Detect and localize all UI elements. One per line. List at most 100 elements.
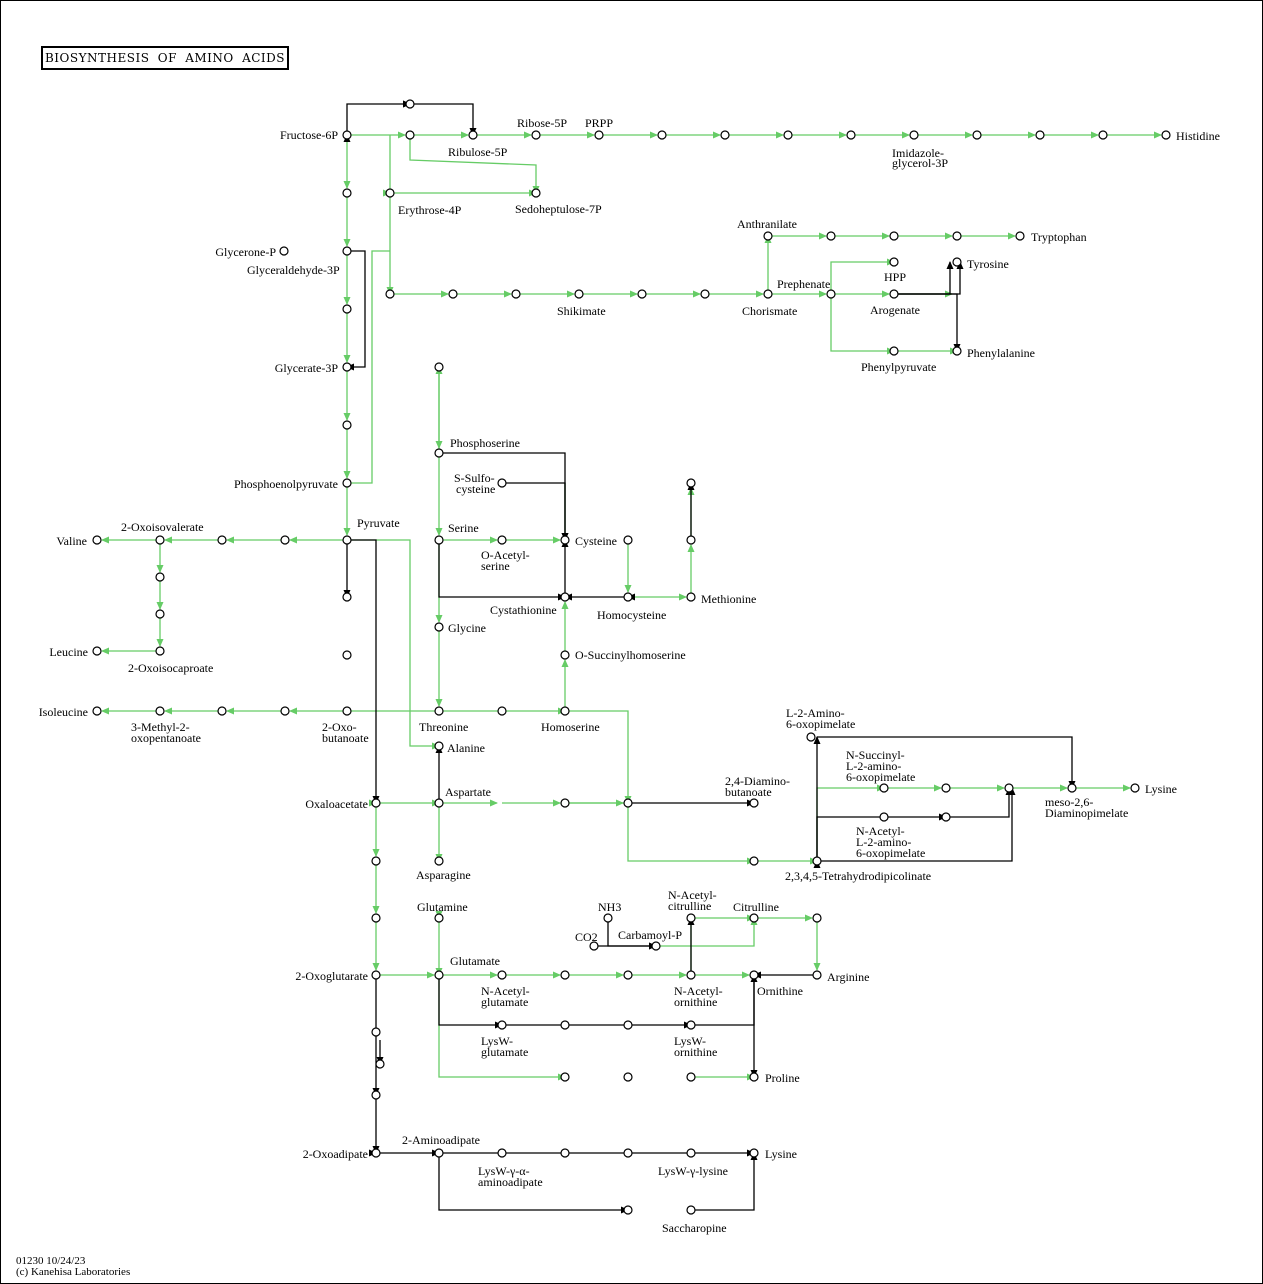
compound-node[interactable] [405,130,415,140]
compound-node[interactable] [560,535,570,545]
compound-node[interactable] [280,535,290,545]
compound-node[interactable] [812,970,822,980]
compound-node[interactable] [952,346,962,356]
compound-node[interactable] [434,856,444,866]
compound-node[interactable] [574,289,584,299]
compound-node[interactable] [434,798,444,808]
compound-node[interactable] [686,913,696,923]
compound-node[interactable] [497,478,507,488]
compound-node[interactable] [531,130,541,140]
compound-node[interactable] [623,970,633,980]
compound-node[interactable] [560,650,570,660]
compound-node[interactable] [560,706,570,716]
compound-node[interactable] [1130,783,1140,793]
compound-node[interactable] [749,970,759,980]
compound-node[interactable] [405,99,415,109]
compound-node[interactable] [589,941,599,951]
compound-node[interactable] [686,1205,696,1215]
compound-node[interactable] [686,970,696,980]
compound-node[interactable] [623,1020,633,1030]
compound-node[interactable] [280,706,290,716]
compound-node[interactable] [749,856,759,866]
compound-node[interactable] [279,246,289,256]
compound-node[interactable] [623,1148,633,1158]
compound-node[interactable] [952,257,962,267]
compound-node[interactable] [623,592,633,602]
compound-node[interactable] [657,130,667,140]
compound-node[interactable] [686,1148,696,1158]
compound-node[interactable] [92,706,102,716]
compound-node[interactable] [434,1148,444,1158]
compound-node[interactable] [700,289,710,299]
compound-node[interactable] [603,913,613,923]
compound-node[interactable] [686,1020,696,1030]
compound-node[interactable] [972,130,982,140]
compound-node[interactable] [1098,130,1108,140]
compound-node[interactable] [448,289,458,299]
compound-node[interactable] [385,188,395,198]
compound-node[interactable] [92,535,102,545]
compound-node[interactable] [434,622,444,632]
compound-node[interactable] [155,535,165,545]
compound-node[interactable] [560,1148,570,1158]
compound-node[interactable] [371,970,381,980]
compound-node[interactable] [623,1205,633,1215]
compound-node[interactable] [434,448,444,458]
compound-node[interactable] [909,130,919,140]
compound-node[interactable] [623,1072,633,1082]
compound-node[interactable] [826,289,836,299]
compound-node[interactable] [651,941,661,951]
compound-node[interactable] [342,535,352,545]
compound-node[interactable] [560,1072,570,1082]
compound-node[interactable] [826,231,836,241]
compound-node[interactable] [497,970,507,980]
compound-node[interactable] [468,130,478,140]
compound-node[interactable] [342,650,352,660]
compound-node[interactable] [749,1072,759,1082]
compound-node[interactable] [155,646,165,656]
compound-node[interactable] [623,798,633,808]
compound-node[interactable] [434,913,444,923]
compound-node[interactable] [531,188,541,198]
compound-node[interactable] [342,706,352,716]
compound-node[interactable] [375,1059,385,1069]
compound-node[interactable] [434,706,444,716]
compound-node[interactable] [1015,231,1025,241]
compound-node[interactable] [217,535,227,545]
compound-node[interactable] [342,420,352,430]
compound-node[interactable] [497,1148,507,1158]
compound-node[interactable] [879,783,889,793]
compound-node[interactable] [497,1020,507,1030]
compound-node[interactable] [511,289,521,299]
compound-node[interactable] [371,856,381,866]
compound-node[interactable] [720,130,730,140]
compound-node[interactable] [941,783,951,793]
compound-node[interactable] [749,1148,759,1158]
compound-node[interactable] [434,741,444,751]
compound-node[interactable] [637,289,647,299]
compound-node[interactable] [155,572,165,582]
compound-node[interactable] [889,257,899,267]
compound-node[interactable] [497,706,507,716]
compound-node[interactable] [686,478,696,488]
compound-node[interactable] [342,478,352,488]
compound-node[interactable] [434,535,444,545]
compound-node[interactable] [155,609,165,619]
compound-node[interactable] [763,231,773,241]
compound-node[interactable] [217,706,227,716]
compound-node[interactable] [560,970,570,980]
compound-node[interactable] [889,289,899,299]
compound-node[interactable] [1161,130,1171,140]
compound-node[interactable] [342,304,352,314]
compound-node[interactable] [941,812,951,822]
compound-node[interactable] [560,592,570,602]
compound-node[interactable] [846,130,856,140]
compound-node[interactable] [371,1090,381,1100]
compound-node[interactable] [342,592,352,602]
compound-node[interactable] [342,246,352,256]
compound-node[interactable] [686,535,696,545]
compound-node[interactable] [342,188,352,198]
compound-node[interactable] [434,970,444,980]
compound-node[interactable] [806,732,816,742]
compound-node[interactable] [92,646,102,656]
